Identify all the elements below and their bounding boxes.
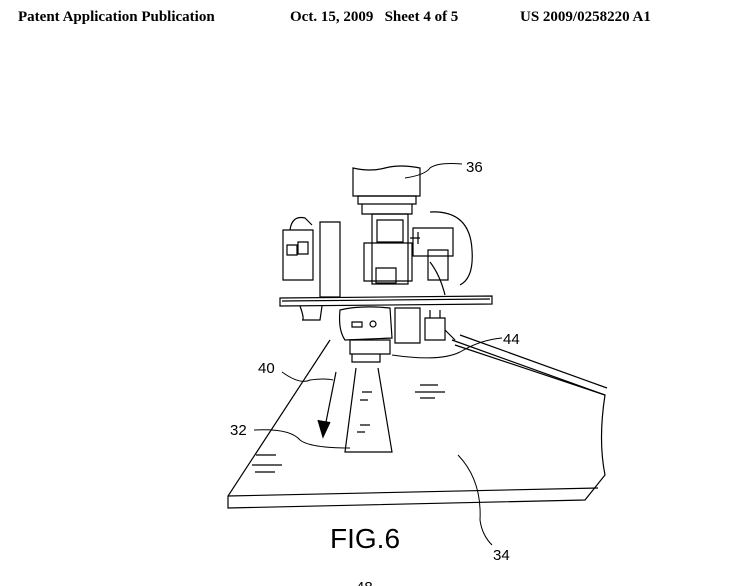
label-36: 36	[466, 159, 483, 176]
label-44: 44	[503, 331, 520, 348]
label-40: 40	[258, 360, 275, 377]
label-48: 48	[356, 579, 373, 586]
light-beam	[345, 368, 392, 452]
label-32: 32	[230, 422, 247, 439]
arrow-40	[318, 372, 336, 437]
figure-caption: FIG.6	[330, 523, 400, 554]
work-surface	[228, 335, 607, 508]
label-34: 34	[493, 547, 510, 564]
machine-assembly	[280, 166, 492, 362]
